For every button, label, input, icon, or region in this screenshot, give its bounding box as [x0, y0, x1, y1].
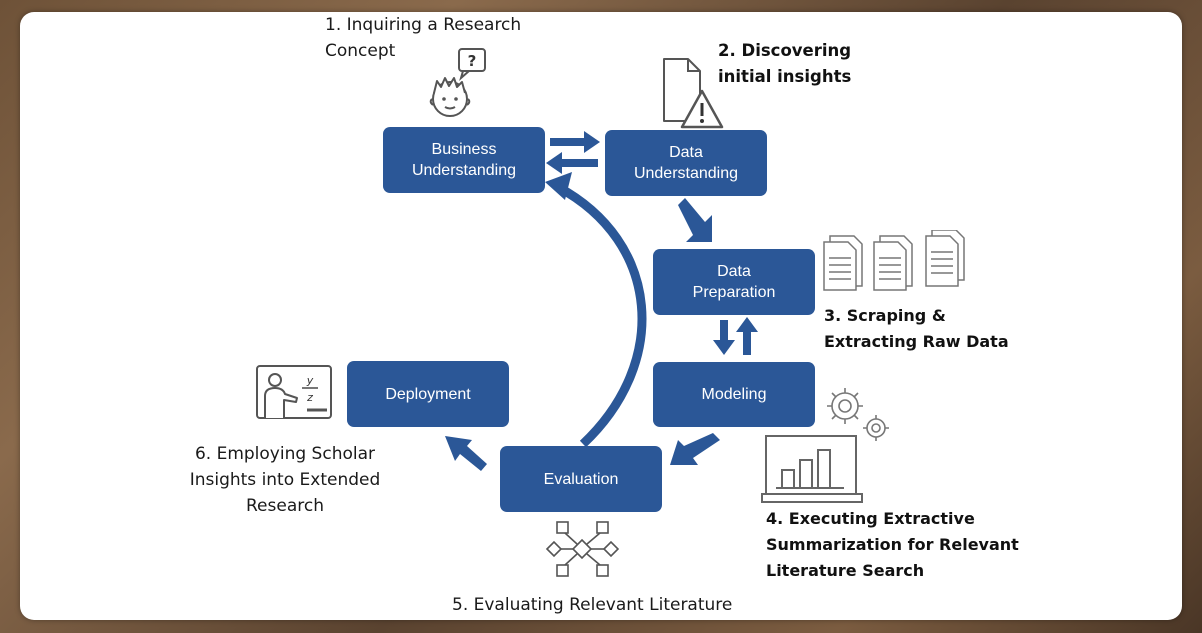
- box-modeling: Modeling: [653, 362, 815, 427]
- arrow-data-understanding-to-preparation: [678, 198, 712, 242]
- gears-bar-chart-icon: [761, 388, 889, 503]
- person-question-icon: ?: [429, 48, 486, 117]
- board-z-glyph: z: [306, 391, 313, 404]
- diagram-card: Business Understanding Data Understandin…: [20, 12, 1182, 620]
- step1-label: 1. Inquiring a Research Concept: [325, 15, 522, 61]
- arrow-evaluation-to-business: [545, 172, 647, 448]
- box-deployment: Deployment: [347, 361, 509, 427]
- arrow-business-to-data-understanding: [550, 131, 600, 153]
- box-evaluation: Evaluation: [500, 446, 662, 512]
- board-y-glyph: y: [306, 374, 314, 387]
- step6-label: 6. Employing Scholar Insights into Exten…: [189, 444, 381, 516]
- step2-label: 2. Discovering initial insights: [718, 41, 852, 86]
- arrow-preparation-to-modeling: [713, 320, 735, 355]
- network-diagram-icon: [545, 521, 620, 577]
- step4-label: 4. Executing Extractive Summarization fo…: [766, 509, 1019, 580]
- presentation-board-icon: y z: [256, 365, 332, 419]
- arrow-modeling-to-preparation: [736, 317, 758, 355]
- step3-label: 3. Scraping & Extracting Raw Data: [824, 306, 1009, 351]
- arrow-modeling-to-evaluation: [670, 433, 720, 465]
- box-data-preparation: Data Preparation: [653, 249, 815, 315]
- arrow-data-understanding-to-business: [546, 152, 598, 174]
- documents-icon: [823, 230, 965, 291]
- question-glyph: ?: [468, 52, 477, 70]
- document-warning-icon: [663, 58, 724, 129]
- box-business-understanding: Business Understanding: [383, 127, 545, 193]
- step5-label: 5. Evaluating Relevant Literature: [452, 595, 733, 615]
- box-data-understanding: Data Understanding: [605, 130, 767, 196]
- arrows-layer: [445, 131, 758, 471]
- arrow-evaluation-to-deployment: [445, 436, 487, 471]
